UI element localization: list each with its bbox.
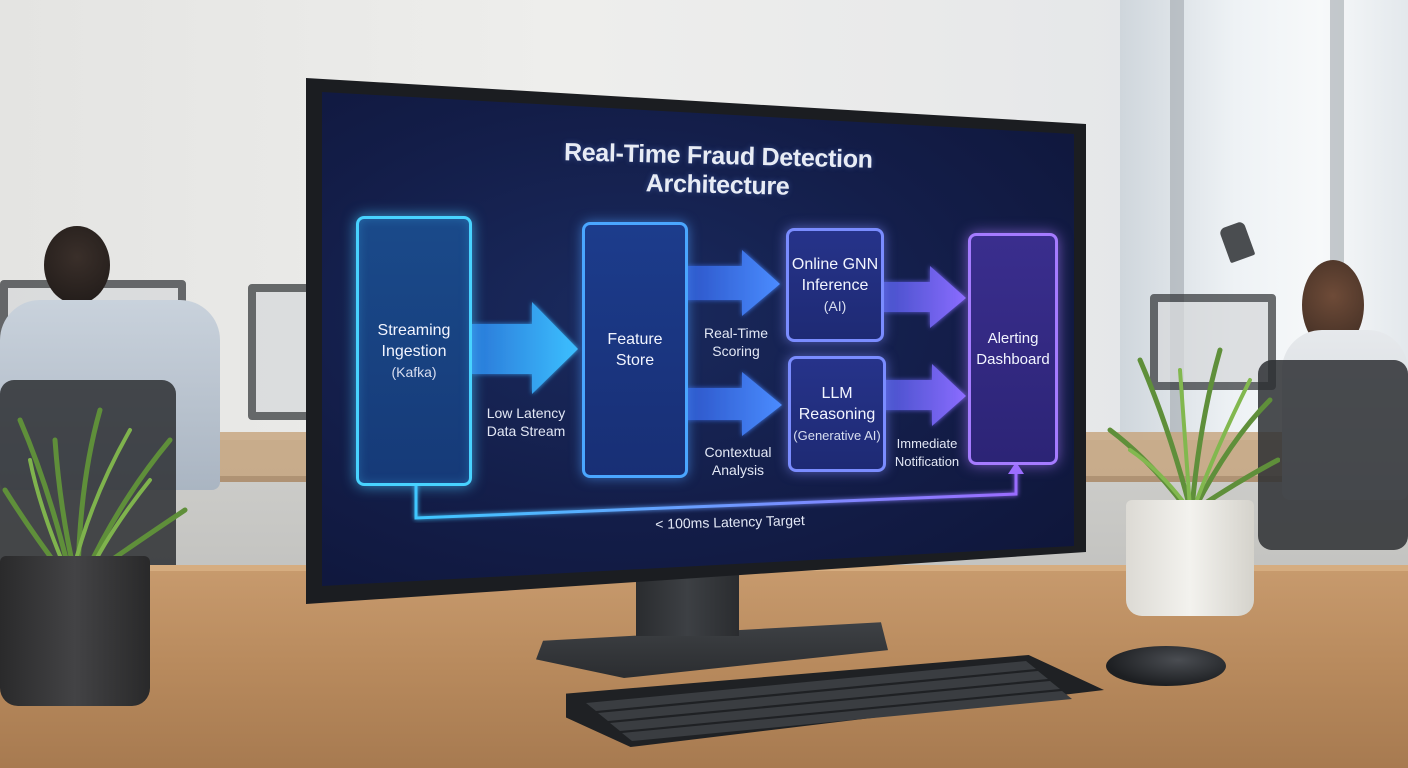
- node-label: Online GNN: [791, 255, 879, 273]
- plant-pot-left: [0, 556, 150, 706]
- node-feature-store: Feature Store: [582, 222, 688, 478]
- node-label: Inference: [801, 276, 869, 294]
- computer-mouse: [1106, 646, 1226, 686]
- node-label: Reasoning: [798, 405, 876, 423]
- node-sublabel: (Kafka): [391, 363, 437, 380]
- edge-label-line: Real-Time: [703, 325, 769, 341]
- diagram-title: Real-Time Fraud Detection Architecture: [563, 138, 874, 201]
- plant-left-leaves: [2, 407, 188, 578]
- plant-right-leaves: [1107, 347, 1280, 510]
- edge-label-line: Scoring: [712, 343, 760, 359]
- node-label: Streaming: [377, 321, 451, 339]
- edge-label-scoring: Real-Time Scoring: [696, 324, 776, 360]
- edge-label-line: Contextual: [704, 444, 772, 460]
- edge-label-line: Immediate: [896, 436, 958, 451]
- edge-label-notify: Immediate Notification: [886, 435, 968, 471]
- node-label: LLM: [821, 384, 853, 402]
- node-label: Ingestion: [381, 342, 447, 360]
- node-label: Dashboard: [976, 351, 1050, 368]
- node-label: Feature: [607, 331, 663, 348]
- edge-label-context: Contextual Analysis: [696, 443, 780, 479]
- person-head: [44, 226, 110, 304]
- edge-label-line: Analysis: [711, 462, 765, 478]
- node-label: Alerting: [987, 330, 1039, 347]
- office-chair: [0, 380, 176, 580]
- node-llm-reasoning: LLM Reasoning (Generative AI): [788, 356, 886, 472]
- keyboard-keys: [586, 661, 1072, 741]
- node-sublabel: (AI): [823, 297, 847, 314]
- edge-label-stream: Low Latency Data Stream: [478, 404, 574, 440]
- edge-label-line: Data Stream: [486, 423, 566, 439]
- node-online-gnn: Online GNN Inference (AI): [786, 228, 884, 342]
- monitor-stand-neck: [636, 574, 739, 636]
- plant-pot-right: [1126, 500, 1254, 616]
- edge-label-line: Notification: [894, 454, 960, 469]
- node-streaming-ingestion: Streaming Ingestion (Kafka): [356, 216, 472, 486]
- node-label: Store: [615, 352, 655, 369]
- office-chair: [1258, 360, 1408, 550]
- node-sublabel: (Generative AI): [793, 427, 881, 443]
- node-alerting-dashboard: Alerting Dashboard: [968, 233, 1058, 465]
- edge-label-line: Low Latency: [486, 405, 566, 421]
